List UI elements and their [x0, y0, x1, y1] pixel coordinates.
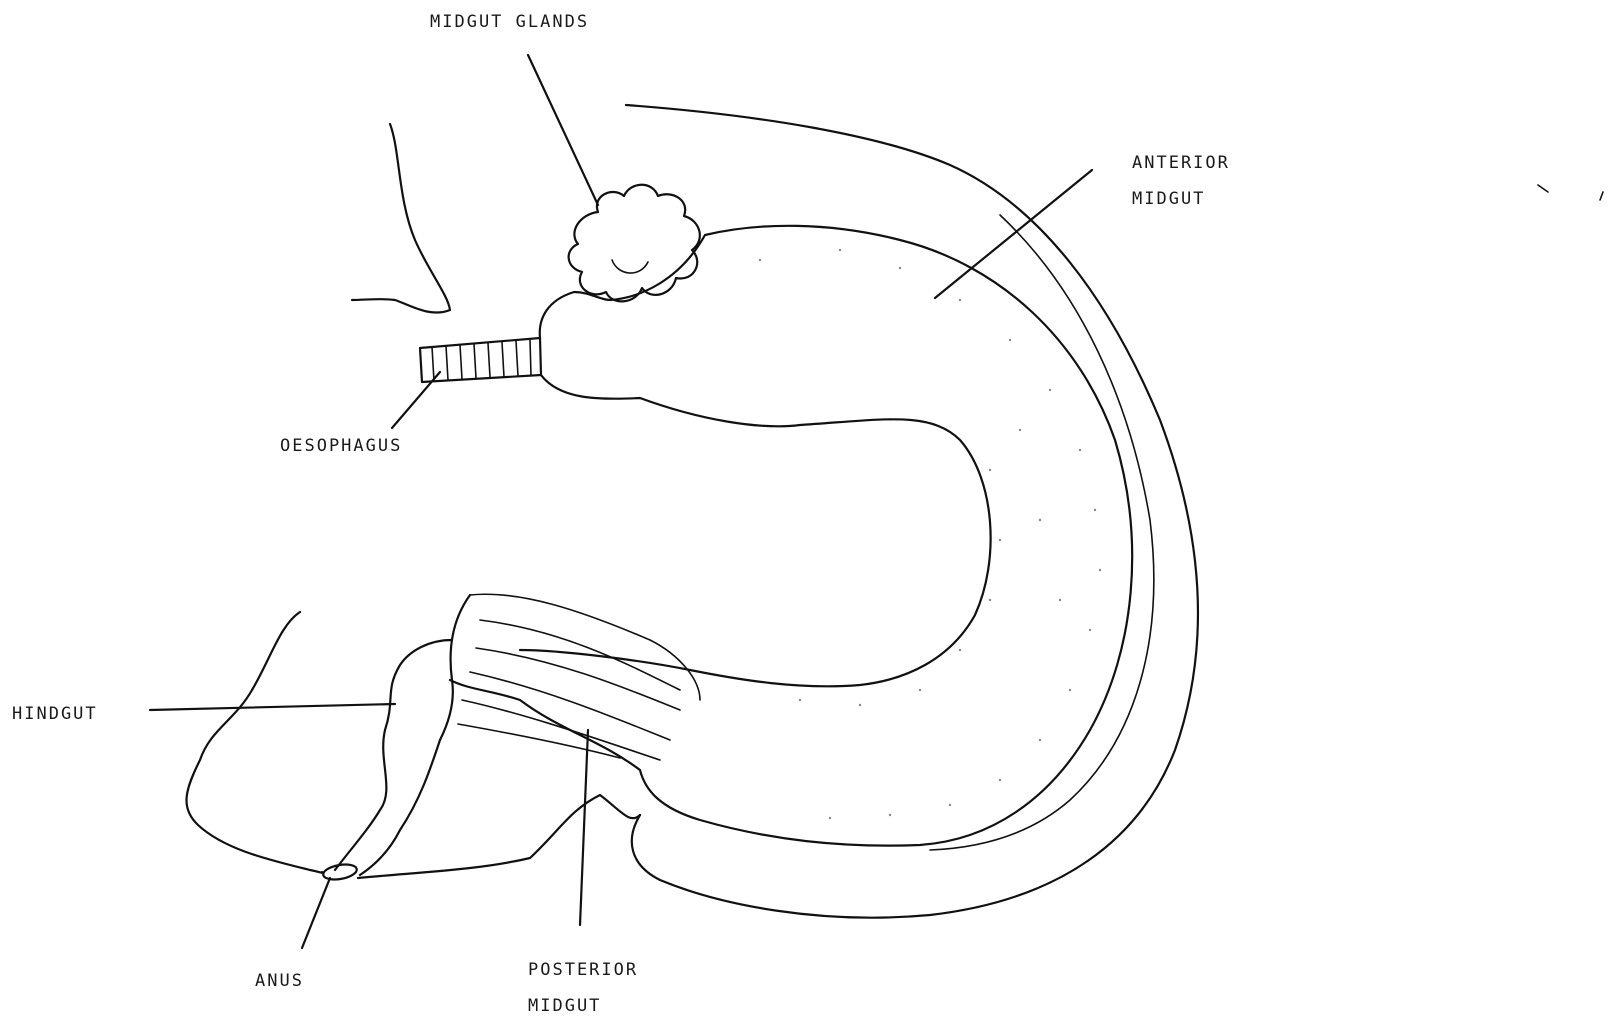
posterior-midgut-folds: [457, 593, 701, 761]
label-posterior-midgut: POSTERIOR MIDGUT: [528, 952, 638, 1024]
hindgut: [333, 638, 454, 872]
label-midgut-glands: MIDGUT GLANDS: [430, 12, 590, 32]
midgut-texture: [758, 248, 1102, 820]
label-anus: ANUS: [255, 971, 304, 991]
midgut-glands-inner: [611, 259, 649, 274]
hindgut-leader: [148, 702, 397, 712]
body-wall-inner: [929, 214, 1155, 851]
posterior-body-outline: [185, 610, 324, 874]
anterior-midgut-leader: [933, 168, 1094, 300]
label-oesophagus: OESOPHAGUS: [280, 436, 403, 456]
oesophagus-rings: [431, 339, 532, 382]
stray-mark: [1537, 184, 1549, 193]
body-wall-outer: [624, 103, 1200, 919]
label-anterior-midgut-line1: ANTERIOR: [1132, 153, 1230, 173]
posterior-midgut-outline: [438, 593, 472, 742]
oesophagus-leader: [390, 370, 442, 430]
label-hindgut: HINDGUT: [12, 704, 98, 724]
hindgut-lower: [358, 738, 442, 877]
anus-leader: [300, 876, 332, 950]
label-posterior-midgut-line1: POSTERIOR: [528, 960, 639, 980]
anus-opening: [322, 863, 358, 881]
posterior-midgut-leader: [578, 728, 590, 927]
midgut-glands-leader: [526, 53, 600, 207]
stray-mark-2: [1599, 191, 1604, 201]
anterior-midgut: [448, 224, 1134, 847]
head-outline: [350, 122, 452, 314]
label-anterior-midgut-line2: MIDGUT: [1132, 189, 1206, 209]
label-posterior-midgut-line2: MIDGUT: [528, 996, 602, 1016]
label-anterior-midgut: ANTERIOR MIDGUT: [1132, 145, 1230, 217]
midgut-inner-curve: [518, 373, 992, 688]
midgut-glands-cluster: [567, 183, 701, 303]
body-wall-ventral: [356, 793, 642, 880]
